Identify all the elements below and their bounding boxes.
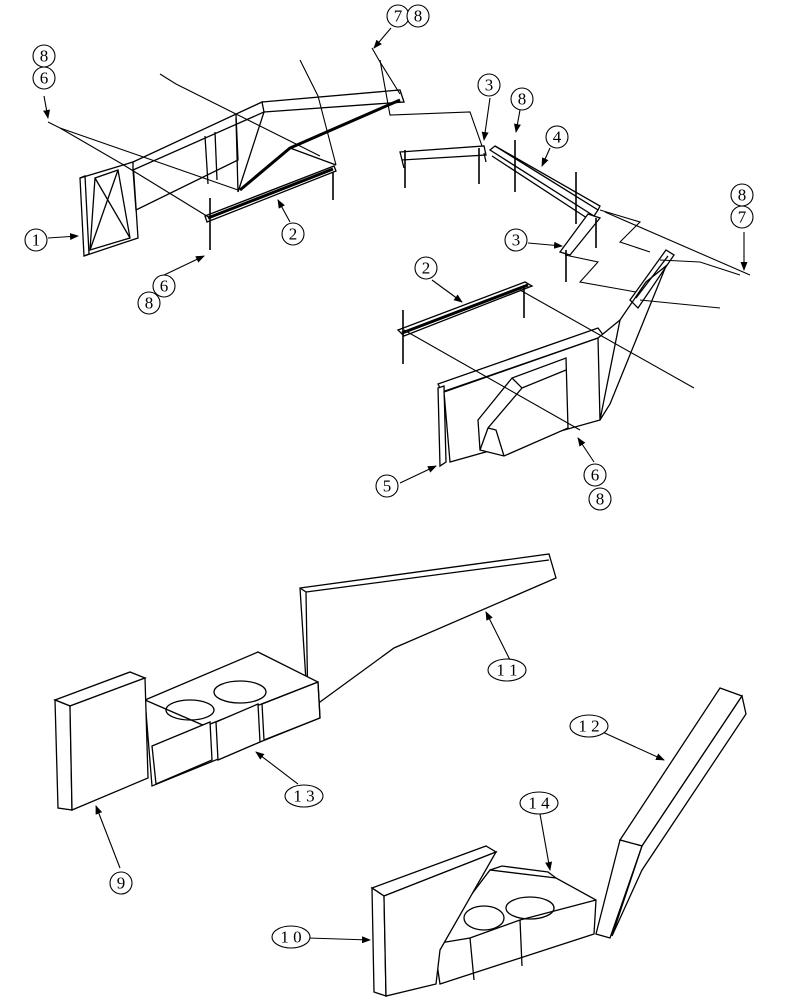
part-1-left-panel: [79, 89, 405, 257]
callout-8-top: 8: [406, 4, 430, 28]
callout-8-mid: 8: [137, 291, 161, 315]
callout-2-right: 2: [414, 256, 438, 280]
callout-7-far-right-label: 7: [738, 208, 747, 227]
connector-lines: [299, 59, 651, 293]
callout-7-top-label: 7: [394, 7, 403, 26]
part-2-bar-right: [396, 281, 534, 337]
callout-6-right: 6: [583, 463, 607, 487]
callout-10-label: 1 0: [280, 928, 301, 947]
callout-6-top-left-label: 6: [40, 69, 49, 88]
callout-5-label: 5: [383, 477, 392, 496]
callout-8-upper-right: 8: [510, 87, 534, 111]
part-4-rail: [488, 145, 601, 221]
callout-12: 1 2: [569, 714, 609, 738]
callout-6-top-left: 6: [32, 66, 56, 90]
callout-8-bottom-right-label: 8: [596, 490, 605, 509]
callout-8-top-left-label: 8: [40, 47, 49, 66]
callout-11: 1 1: [487, 658, 527, 682]
callout-14: 1 4: [519, 791, 559, 815]
part-12-plate: [595, 687, 747, 939]
callout-8-mid-label: 8: [145, 294, 154, 313]
callout-3-lower-label: 3: [512, 231, 521, 250]
part-14-block: [433, 865, 597, 985]
fastener-lines: [47, 47, 751, 431]
callout-14-label: 1 4: [528, 794, 550, 813]
callout-11-label: 1 1: [496, 661, 517, 680]
part-3-bracket-lower: [558, 213, 602, 256]
callout-2-left-label: 2: [289, 225, 298, 244]
callout-1-label: 1: [32, 231, 41, 250]
callout-3-upper-label: 3: [485, 76, 494, 95]
bolts: [209, 140, 597, 364]
callout-9: 9: [109, 871, 133, 895]
callout-7-far-right: 7: [730, 205, 754, 229]
callout-3-lower: 3: [504, 228, 528, 252]
leader-arrows: [43, 27, 748, 944]
callout-9-label: 9: [117, 874, 126, 893]
callout-8-far-right-label: 8: [738, 186, 747, 205]
callout-6-mid: 6: [152, 274, 176, 298]
callout-3-upper: 3: [477, 73, 501, 97]
part-11-blade: [299, 553, 557, 714]
callout-5: 5: [375, 474, 399, 498]
callout-8-far-right: 8: [730, 183, 754, 207]
callout-13-label: 1 3: [293, 787, 314, 806]
callout-10: 1 0: [271, 925, 311, 949]
part-5-right-panel: [437, 263, 668, 468]
callout-8-upper-right-label: 8: [518, 90, 527, 109]
callout-13: 1 3: [284, 784, 324, 808]
callout-2-right-label: 2: [422, 259, 431, 278]
callout-6-right-label: 6: [591, 466, 600, 485]
callout-8-top-left: 8: [32, 44, 56, 68]
callout-12-label: 1 2: [578, 717, 599, 736]
part-3-bracket-upper: [399, 145, 487, 169]
part-2-bar-left: [204, 165, 337, 223]
callout-7-top: 7: [386, 4, 410, 28]
part-10-plate: [370, 845, 498, 997]
callout-4: 4: [545, 125, 569, 149]
part-9-plate: [53, 671, 149, 811]
callout-1: 1: [24, 228, 48, 252]
callout-2-left: 2: [281, 222, 305, 246]
callout-8-top-label: 8: [414, 7, 423, 26]
callout-6-mid-label: 6: [160, 277, 169, 296]
callout-8-bottom-right: 8: [588, 487, 612, 511]
part-13-block: [144, 651, 321, 787]
callout-4-label: 4: [553, 128, 562, 147]
